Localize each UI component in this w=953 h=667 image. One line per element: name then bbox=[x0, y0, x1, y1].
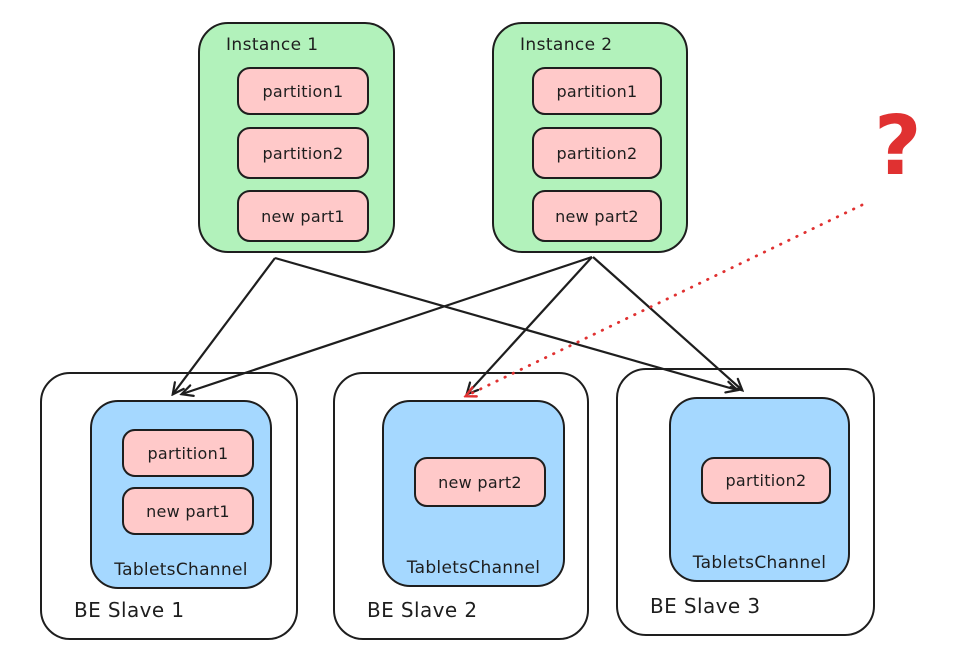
be-slave-1-label: BE Slave 1 bbox=[74, 598, 185, 622]
instance-1-label: Instance 1 bbox=[226, 35, 319, 55]
instance-2-new-part2: new part2 bbox=[532, 190, 662, 242]
instance-2-label: Instance 2 bbox=[520, 35, 613, 55]
be-slave-2-card: new part2 TabletsChannel BE Slave 2 bbox=[333, 372, 589, 640]
be-slave-1-tablets-channel: partition1 new part1 TabletsChannel bbox=[90, 400, 272, 589]
be-slave-2-channel-new-part2: new part2 bbox=[414, 457, 546, 507]
instance-1-partition1: partition1 bbox=[237, 67, 369, 115]
instance-1-card: Instance 1 partition1 partition2 new par… bbox=[198, 22, 395, 253]
be-slave-1-channel-partition1: partition1 bbox=[122, 429, 254, 477]
be-slave-1-channel-new-part1: new part1 bbox=[122, 487, 254, 535]
be-slave-1-card: partition1 new part1 TabletsChannel BE S… bbox=[40, 372, 298, 640]
be-slave-1-channel-label: TabletsChannel bbox=[114, 560, 248, 580]
be-slave-3-channel-label: TabletsChannel bbox=[692, 553, 827, 573]
instance-2-card: Instance 2 partition1 partition2 new par… bbox=[492, 22, 688, 253]
instance-2-partition2: partition2 bbox=[532, 127, 662, 179]
question-mark: ? bbox=[874, 99, 922, 194]
be-slave-3-channel-partition2: partition2 bbox=[701, 457, 831, 504]
instance-1-new-part1: new part1 bbox=[237, 190, 369, 242]
instance-1-partition2: partition2 bbox=[237, 127, 369, 179]
instance-2-partition1: partition1 bbox=[532, 67, 662, 115]
be-slave-2-channel-label: TabletsChannel bbox=[406, 558, 541, 578]
be-slave-3-tablets-channel: partition2 TabletsChannel bbox=[669, 397, 850, 582]
be-slave-3-card: partition2 TabletsChannel BE Slave 3 bbox=[616, 368, 875, 636]
be-slave-2-tablets-channel: new part2 TabletsChannel bbox=[382, 400, 565, 587]
be-slave-2-label: BE Slave 2 bbox=[367, 598, 478, 622]
be-slave-3-label: BE Slave 3 bbox=[650, 594, 761, 618]
